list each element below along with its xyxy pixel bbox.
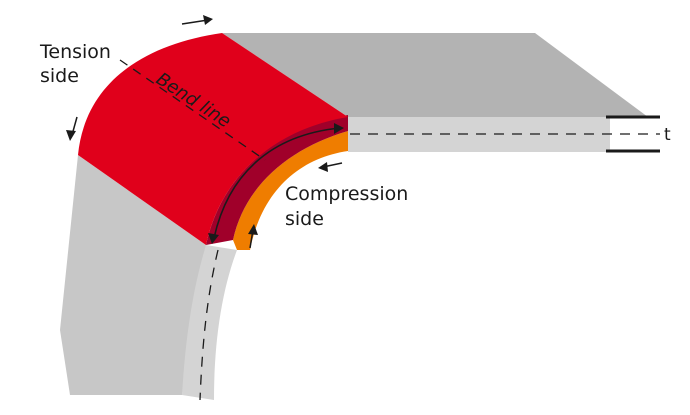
tension-label-line2: side (40, 65, 79, 87)
bend-inner-band (206, 115, 348, 245)
tension-surface (78, 33, 348, 245)
plate-top-surface (222, 33, 648, 117)
neutral-line-leg (199, 249, 219, 401)
tension-arrow-top-line (181, 19, 209, 25)
plate-leg-edge (182, 245, 237, 400)
tension-label-line1: Tension (39, 41, 111, 63)
tension-arrow-left-head (66, 130, 76, 141)
compression-arrow-bottom-head (248, 224, 258, 235)
bend-line (119, 59, 266, 161)
compression-label-line1: Compression (285, 183, 408, 205)
compression-surface (233, 131, 348, 250)
compression-arc-arrow (213, 127, 341, 239)
tension-arrow-top-head (203, 15, 213, 25)
compression-arc-arrowhead-end (334, 123, 344, 134)
compression-arrow-right-head (318, 162, 328, 172)
compression-arc-arrowhead-start (208, 233, 219, 244)
compression-label-line2: side (285, 208, 324, 230)
plate-leg-outer-face (60, 155, 206, 395)
thickness-label: t (664, 125, 671, 145)
